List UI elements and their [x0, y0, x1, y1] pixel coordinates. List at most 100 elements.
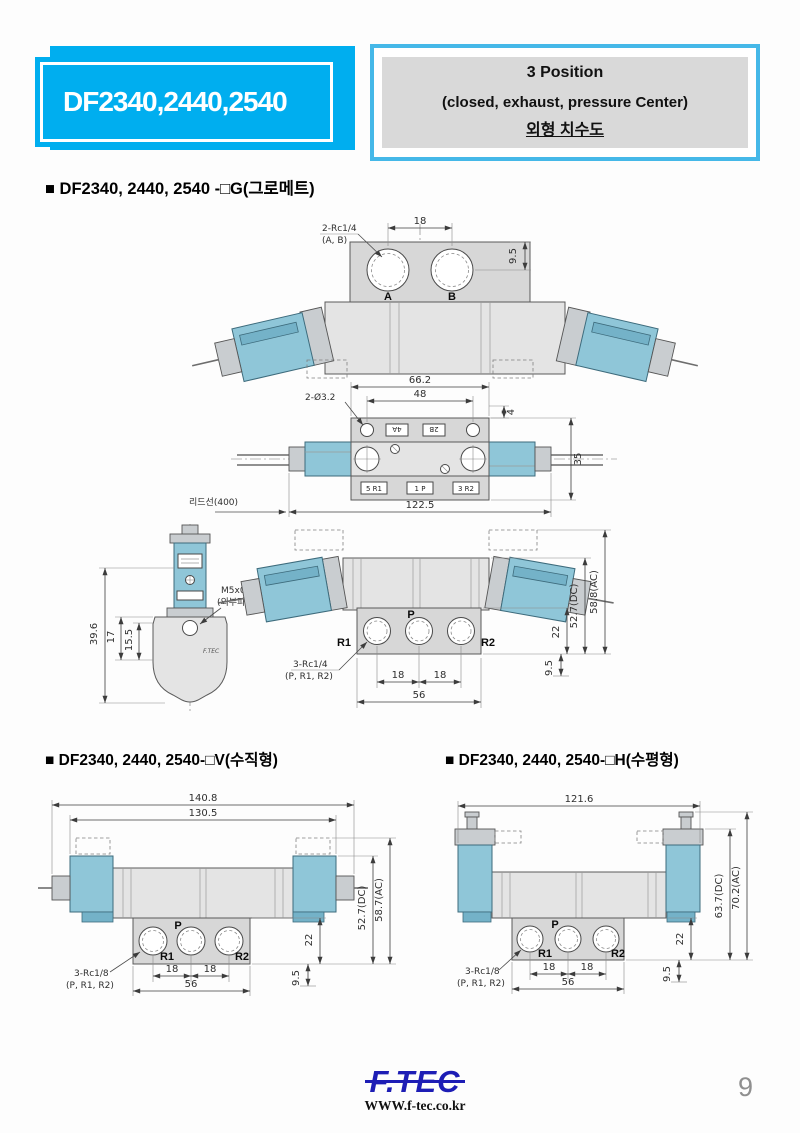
g-front-port-p: P	[407, 609, 414, 621]
h-port-p: P	[551, 919, 558, 931]
v-body	[112, 867, 294, 919]
section-heading-vertical: ■ DF2340, 2440, 2540-□V(수직형)	[45, 752, 278, 769]
g-top-port-a: A	[384, 291, 392, 303]
g-plan-port-5r1: 5 R1	[366, 485, 382, 493]
v-port-r2: R2	[235, 951, 249, 963]
h-port-r1: R1	[538, 948, 552, 960]
g-side-body	[152, 616, 228, 703]
model-title-frame: DF2340,2440,2540	[40, 62, 333, 142]
h-solenoid-right	[665, 844, 701, 913]
g-front-solenoid-left	[218, 555, 348, 623]
h-drawing-svg: P R1 R2 121.6 63.7(DC) 70.2(AC) 22 9.5	[454, 794, 753, 994]
page-number: 9	[738, 1072, 754, 1102]
g-plan-hole-label: 2-Ø3.2	[305, 392, 335, 403]
h-dim-22: 22	[675, 933, 686, 946]
v-view: P R1 R2 140.8 130.5 52.7(DC) 58.7(AC) 22	[38, 793, 396, 996]
h-thread-label: 3-Rc1/8	[465, 967, 500, 977]
g-side-dim-155: 15.5	[124, 629, 135, 651]
g-front-port-r1: R1	[337, 637, 351, 649]
v-dim-1305: 130.5	[189, 808, 218, 819]
g-top-port-b: B	[448, 291, 456, 303]
model-title: DF2340,2440,2540	[63, 86, 288, 117]
g-front-dim-dc: 52.7(DC)	[569, 584, 580, 629]
position-info-box: 3 Position (closed, exhaust, pressure Ce…	[370, 44, 760, 161]
v-dim-22: 22	[304, 934, 315, 947]
g-drawing-svg: A B	[89, 216, 698, 712]
g-front-dim-18a: 18	[392, 670, 405, 681]
position-line2: (closed, exhaust, pressure Center)	[442, 93, 688, 111]
v-dim-95: 9.5	[291, 970, 302, 986]
h-dim-95: 9.5	[662, 966, 673, 982]
g-front-dim-18b: 18	[434, 670, 447, 681]
v-port-r1: R1	[160, 951, 174, 963]
section-heading-horizontal: ■ DF2340, 2440, 2540-□H(수평형)	[445, 752, 679, 769]
v-dim-56: 56	[185, 979, 198, 990]
h-thread-ports: (P, R1, R2)	[457, 979, 505, 989]
model-title-box: DF2340,2440,2540	[35, 57, 338, 147]
g-front-body	[342, 557, 490, 611]
v-solenoid-right	[292, 855, 337, 913]
v-thread-ports: (P, R1, R2)	[66, 981, 114, 991]
v-solenoid-left	[69, 855, 114, 913]
h-dim-1216: 121.6	[565, 794, 594, 805]
v-dim-dc: 52.7(DC)	[357, 886, 368, 931]
g-plan-dim-35: 35	[573, 453, 584, 466]
g-front-view: P R1 R2 3-Rc1/4 (P, R1, R2) 18 18 56 22	[218, 529, 614, 708]
g-front-thread-label: 3-Rc1/4	[293, 660, 328, 670]
footer-url: WWW.f-tec.co.kr	[364, 1098, 466, 1113]
g-side-view: F.TEC M5x0,8 (외부파일럿) 39.6 17 15.5	[89, 524, 265, 712]
h-view: P R1 R2 121.6 63.7(DC) 70.2(AC) 22 9.5	[454, 794, 753, 994]
g-front-port-r2: R2	[481, 637, 495, 649]
g-top-solenoid-right	[555, 306, 698, 383]
g-side-dim-396: 39.6	[89, 623, 100, 645]
g-plan-lead-wire: 리드선(400)	[189, 497, 238, 508]
g-front-solenoid-right	[484, 555, 614, 623]
g-plan-connector-left	[288, 446, 306, 472]
g-plan-port-1p: 1 P	[415, 485, 426, 493]
g-top-view: A B	[192, 216, 698, 383]
h-dim-dc: 63.7(DC)	[714, 874, 725, 919]
h-body	[491, 871, 667, 919]
g-front-dim-ac: 58.8(AC)	[589, 570, 600, 614]
v-thread-label: 3-Rc1/8	[74, 969, 109, 979]
g-plan-port-2b: 2B	[429, 425, 438, 433]
g-plan-connector-right	[534, 446, 552, 472]
section-heading-grommet: ■ DF2340, 2440, 2540 -□G(그로메트)	[45, 180, 315, 198]
g-top-solenoid-left	[192, 306, 335, 383]
position-line3: 외형 치수도	[525, 122, 605, 140]
position-line1: 3 Position	[526, 64, 604, 82]
v-dim-1408: 140.8	[189, 793, 218, 804]
v-port-p: P	[174, 920, 181, 932]
g-top-dim-95: 9.5	[508, 248, 519, 264]
g-side-pilot-label: M5x0,8	[221, 586, 254, 596]
g-front-thread-ports: (P, R1, R2)	[285, 672, 333, 682]
g-side-body-logo: F.TEC	[203, 648, 220, 655]
g-plan-dim-1225: 122.5	[406, 500, 435, 511]
g-front-dim-56: 56	[413, 690, 426, 701]
g-side-dim-17: 17	[106, 631, 117, 644]
h-port-r2: R2	[611, 948, 625, 960]
h-dim-ac: 70.2(AC)	[731, 866, 742, 910]
g-plan-dim-662: 66.2	[409, 375, 431, 386]
g-plan-view: 4A 2B 5 R1 1 P 3 R2 66.2 48 4 2-Ø3.2	[189, 375, 617, 517]
g-plan-dim-4: 4	[506, 409, 517, 415]
h-dim-18a: 18	[543, 962, 556, 973]
v-dim-18b: 18	[204, 964, 217, 975]
g-top-thread-ports: (A, B)	[322, 236, 347, 246]
g-top-thread-label: 2-Rc1/4	[322, 224, 357, 234]
h-solenoid-left	[457, 844, 493, 913]
g-front-dim-95: 9.5	[544, 660, 555, 676]
h-dim-56: 56	[562, 977, 575, 988]
g-plan-port-3r2: 3 R2	[458, 485, 474, 493]
g-plan-port-4a: 4A	[392, 425, 401, 433]
v-dim-ac: 58.7(AC)	[374, 878, 385, 922]
g-plan-solenoid-left	[304, 441, 352, 477]
g-top-dim-18: 18	[414, 216, 427, 227]
g-plan-solenoid-right	[488, 441, 536, 477]
position-info-panel: 3 Position (closed, exhaust, pressure Ce…	[382, 57, 748, 148]
v-dim-18a: 18	[166, 964, 179, 975]
ftec-logo: F.TEC	[365, 1064, 465, 1099]
footer-logo-block: F.TEC WWW.f-tec.co.kr	[340, 1066, 490, 1114]
v-drawing-svg: P R1 R2 140.8 130.5 52.7(DC) 58.7(AC) 22	[38, 793, 396, 996]
